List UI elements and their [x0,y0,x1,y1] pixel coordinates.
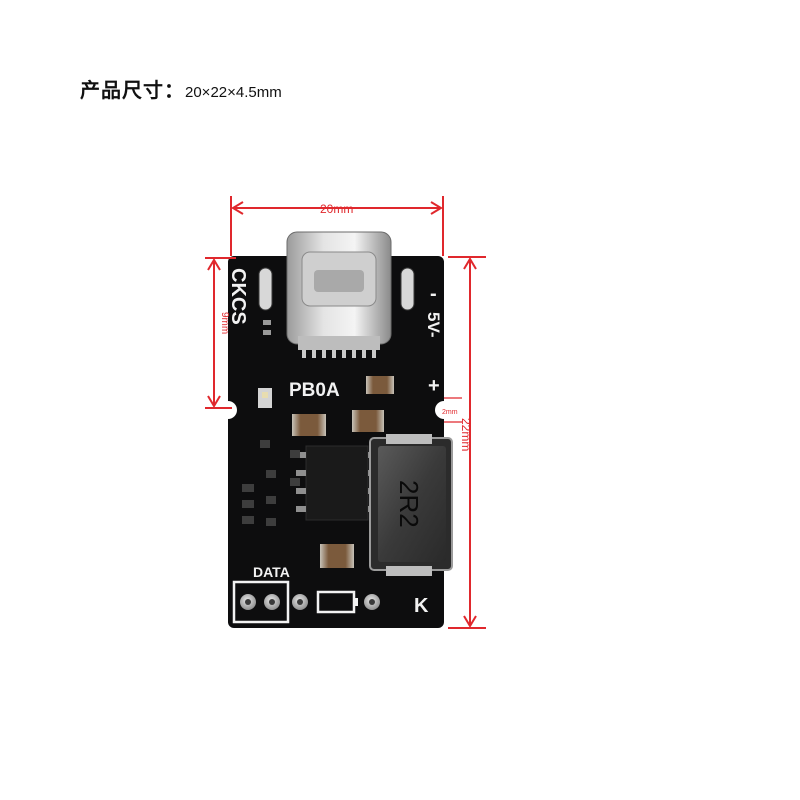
usb-c-connector [286,231,392,358]
caption-label: 产品尺寸： [80,78,185,102]
through-hole-pads [240,594,380,610]
width-dimension [230,196,444,256]
hole-label: 2mm [442,409,458,416]
upper-label: 9mm [219,312,230,334]
switch-label: K [414,595,429,617]
hole-dimension [444,397,462,423]
smd-pads-left [258,320,272,408]
upper-dimension [205,257,236,409]
ic-chip [296,445,378,521]
capacitors [292,376,394,568]
height-label: 22mm [459,418,473,451]
output-label: 5V- [424,312,443,338]
product-size-caption: 产品尺寸：20×22×4.5mm [80,74,282,103]
data-pad-outline [232,580,290,624]
inductor-label: 2R2 [394,480,424,528]
minus-mark: - [430,283,437,305]
caption-value: 20×22×4.5mm [185,84,282,101]
data-pad-label: DATA [253,564,290,580]
small-components [242,440,300,526]
plus-label: + [428,375,440,397]
battery-icon [316,590,358,614]
inductor [369,434,453,576]
width-label: 20mm [320,202,353,216]
chip-label: PB0A [289,380,340,401]
brand-silkscreen: CKCS [227,268,249,325]
height-dimension [448,256,486,629]
